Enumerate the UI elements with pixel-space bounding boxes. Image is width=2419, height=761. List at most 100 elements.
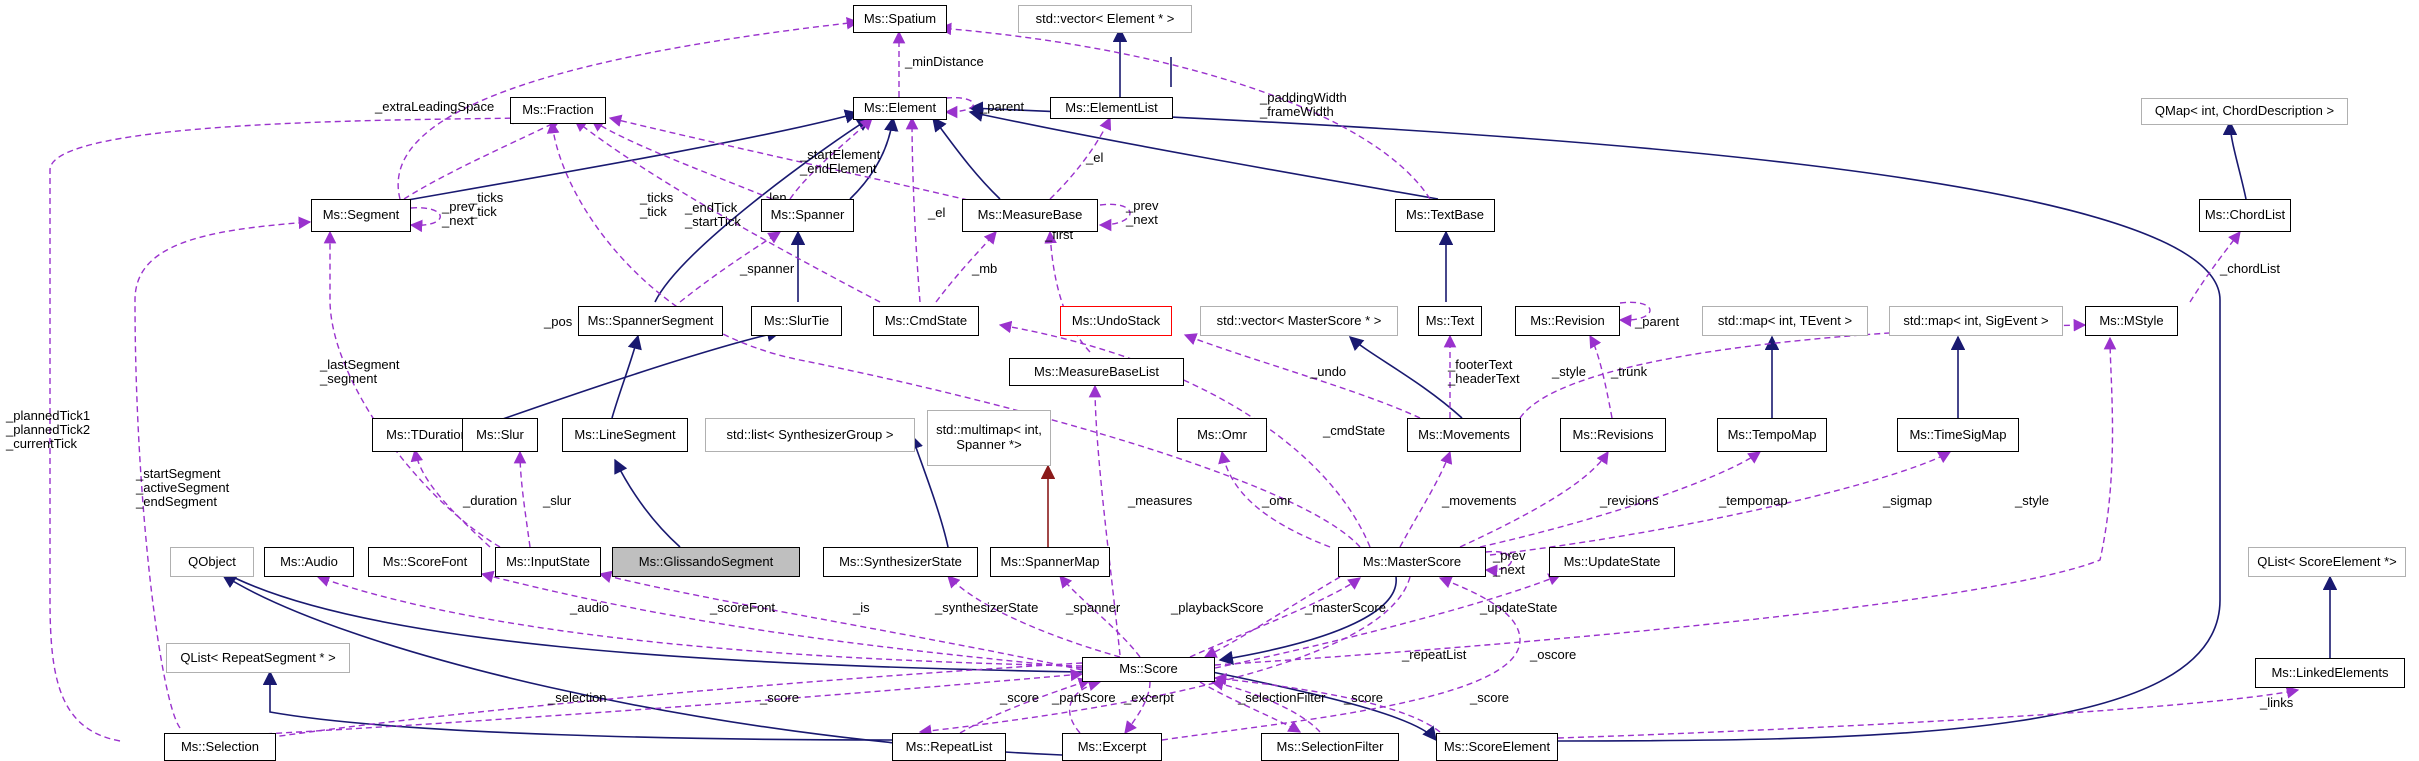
edge-score-to-qobject	[221, 571, 1083, 673]
edge-label-slur: _slur	[542, 493, 572, 508]
edge-spanner-element	[789, 117, 873, 200]
node-map-sigevent[interactable]: std::map< int, SigEvent >	[1889, 306, 2063, 336]
edge-selectionfilter-score	[1210, 678, 1321, 733]
edge-label-master-score: _masterScore	[1304, 600, 1386, 615]
node-qobject[interactable]: QObject	[170, 547, 254, 577]
node-vector-master-score[interactable]: std::vector< MasterScore * >	[1200, 306, 1398, 336]
edge-label-audio: _audio	[569, 600, 609, 615]
node-chord-list[interactable]: Ms::ChordList	[2199, 199, 2291, 232]
edge-segment-to-element	[367, 109, 860, 208]
edge-label-end-start-tick: _endTick_startTick	[684, 200, 741, 229]
edge-mstyle-chordlist	[2189, 231, 2241, 303]
edge-score-measurebaselist	[1088, 384, 1121, 656]
edge-label-parent-element: _parent	[979, 99, 1024, 114]
node-map-tevent[interactable]: std::map< int, TEvent >	[1702, 306, 1868, 336]
node-line-segment[interactable]: Ms::LineSegment	[562, 418, 688, 452]
node-text[interactable]: Ms::Text	[1418, 306, 1482, 336]
node-spanner-segment[interactable]: Ms::SpannerSegment	[578, 306, 723, 336]
node-text-base[interactable]: Ms::TextBase	[1395, 199, 1495, 232]
edge-label-mb: _mb	[971, 261, 997, 276]
node-mstyle[interactable]: Ms::MStyle	[2085, 306, 2178, 336]
node-fraction[interactable]: Ms::Fraction	[510, 97, 606, 124]
node-qlist-score-element[interactable]: QList< ScoreElement *>	[2248, 547, 2406, 577]
node-audio[interactable]: Ms::Audio	[264, 547, 354, 577]
edge-measurebase-self	[1098, 203, 1131, 232]
node-spatium[interactable]: Ms::Spatium	[853, 5, 947, 33]
node-score[interactable]: Ms::Score	[1082, 657, 1215, 682]
node-master-score[interactable]: Ms::MasterScore	[1338, 547, 1486, 577]
edge-label-selection-filter: _selectionFilter	[1237, 690, 1326, 705]
node-measure-base[interactable]: Ms::MeasureBase	[962, 199, 1098, 232]
node-spanner-map[interactable]: Ms::SpannerMap	[990, 547, 1110, 577]
edge-measurebaselist-measurebase	[1044, 230, 1091, 353]
edge-label-min-distance: _minDistance	[904, 54, 984, 69]
edge-excerpt-score-part	[1069, 678, 1102, 734]
edge-label-is: _is	[852, 600, 870, 615]
edge-masterscore-to-score	[1218, 576, 1397, 665]
node-selection-filter[interactable]: Ms::SelectionFilter	[1261, 733, 1399, 761]
node-segment[interactable]: Ms::Segment	[311, 199, 411, 232]
edge-label-pos: _pos	[543, 314, 573, 329]
node-multimap-spanner[interactable]: std::multimap< int, Spanner *>	[927, 410, 1051, 466]
node-score-element[interactable]: Ms::ScoreElement	[1436, 733, 1558, 761]
edge-label-last-segment: _lastSegment_segment	[319, 357, 400, 386]
node-element-list[interactable]: Ms::ElementList	[1050, 97, 1173, 119]
edge-movements-mstyle	[1519, 318, 2087, 419]
edge-score-masterscore	[1189, 577, 1362, 658]
node-qmap-chord[interactable]: QMap< int, ChordDescription >	[2141, 98, 2348, 125]
node-selection[interactable]: Ms::Selection	[164, 733, 276, 761]
node-time-sig-map[interactable]: Ms::TimeSigMap	[1897, 418, 2019, 452]
node-tempo-map[interactable]: Ms::TempoMap	[1717, 418, 1827, 452]
edge-measurebase-fraction	[608, 114, 969, 201]
edge-masterscore-score-playback	[1203, 576, 1341, 658]
edge-label-measures: _measures	[1127, 493, 1193, 508]
edge-label-score-repeat: _score	[999, 690, 1039, 705]
edge-masterscore-fraction	[546, 120, 1361, 548]
edge-score-synthstate	[947, 575, 1121, 658]
node-cmd-state[interactable]: Ms::CmdState	[873, 306, 979, 336]
edge-score-scorefont	[480, 570, 1083, 669]
edge-masterscore-cmdstate	[998, 320, 1371, 548]
node-qlist-repeat-segment[interactable]: QList< RepeatSegment * >	[166, 643, 350, 673]
edge-label-style-movements: _style	[1551, 364, 1586, 379]
node-vector-element[interactable]: std::vector< Element * >	[1018, 5, 1192, 33]
edge-label-parent-revision: _parent	[1634, 314, 1679, 329]
edge-score-excerpt	[1124, 681, 1151, 734]
edge-label-playback-score: _playbackScore	[1170, 600, 1264, 615]
edge-revision-self	[1618, 301, 1651, 327]
node-input-state[interactable]: Ms::InputState	[495, 547, 601, 577]
node-synthesizer-state[interactable]: Ms::SynthesizerState	[823, 547, 978, 577]
edge-label-el-list: _el	[1085, 150, 1103, 165]
node-slur[interactable]: Ms::Slur	[462, 418, 538, 452]
node-omr[interactable]: Ms::Omr	[1177, 418, 1267, 452]
edge-masterscore-revisions	[1459, 450, 1609, 548]
edge-label-start-end-element: _startElement_endElement	[799, 147, 881, 176]
node-score-font[interactable]: Ms::ScoreFont	[368, 547, 482, 577]
node-measure-base-list[interactable]: Ms::MeasureBaseList	[1009, 358, 1184, 386]
node-slur-tie[interactable]: Ms::SlurTie	[751, 306, 842, 336]
edge-label-trunk: _trunk	[1610, 364, 1648, 379]
edge-label-score-selection: _score	[759, 690, 799, 705]
node-update-state[interactable]: Ms::UpdateState	[1549, 547, 1675, 577]
node-linked-elements[interactable]: Ms::LinkedElements	[2255, 658, 2405, 688]
edge-segment-self	[409, 207, 441, 233]
edge-label-planned-tick: _plannedTick1_plannedTick2_currentTick	[5, 408, 90, 451]
edge-revisions-revision	[1589, 334, 1613, 419]
edge-scoreelement-score	[1213, 672, 1441, 733]
edge-selection-score	[245, 668, 1084, 736]
node-revisions[interactable]: Ms::Revisions	[1560, 418, 1666, 452]
edge-masterscore-timesigmap	[1489, 451, 1952, 556]
edge-score-inputstate	[598, 570, 1083, 671]
edge-cmdstate-measurebase	[935, 231, 997, 303]
node-spanner[interactable]: Ms::Spanner	[761, 199, 854, 232]
node-revision[interactable]: Ms::Revision	[1515, 306, 1620, 336]
node-movements[interactable]: Ms::Movements	[1407, 418, 1521, 452]
node-excerpt[interactable]: Ms::Excerpt	[1062, 733, 1162, 761]
node-element[interactable]: Ms::Element	[853, 97, 947, 120]
node-undo-stack[interactable]: Ms::UndoStack	[1060, 306, 1172, 336]
node-glissando-segment[interactable]: Ms::GlissandoSegment	[612, 547, 800, 577]
node-list-synth-group[interactable]: std::list< SynthesizerGroup >	[705, 418, 915, 452]
edge-masterscore-tempomap	[1479, 451, 1762, 548]
node-repeat-list[interactable]: Ms::RepeatList	[892, 733, 1006, 761]
